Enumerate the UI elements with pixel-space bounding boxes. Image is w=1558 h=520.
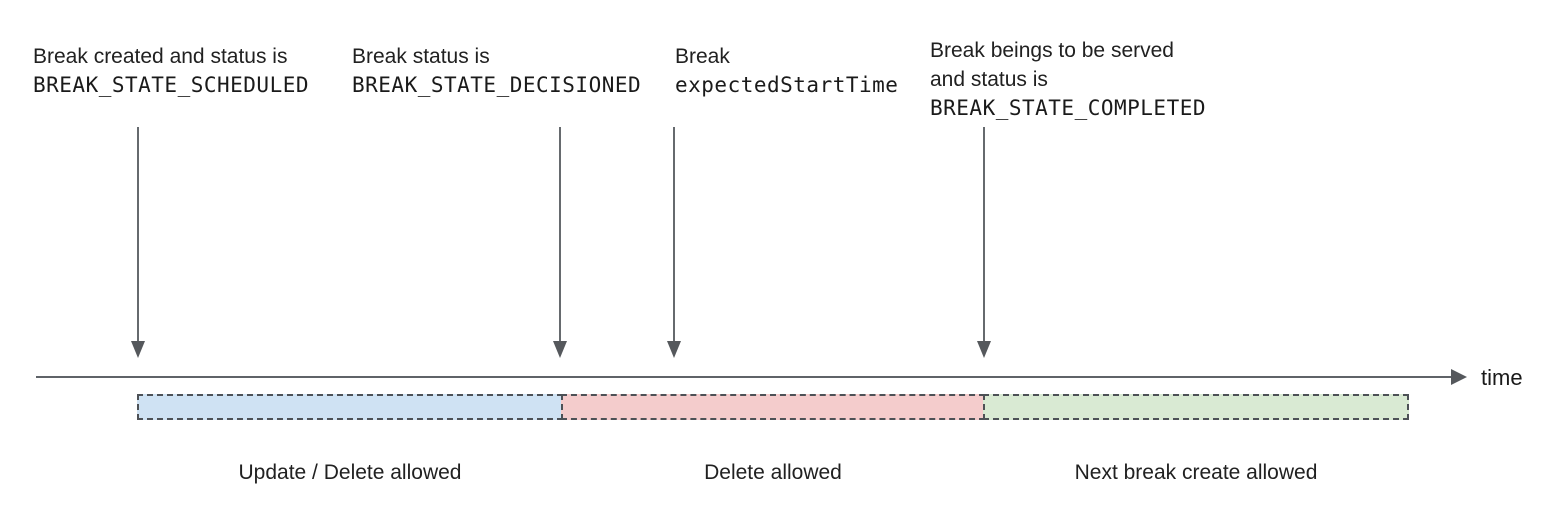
annotation-break-decisioned: Break status is BREAK_STATE_DECISIONED xyxy=(352,42,641,100)
segment-label-next-break-create: Next break create allowed xyxy=(1074,461,1318,484)
arrow-head-icon xyxy=(667,341,681,358)
annotation-code-break-state-scheduled: BREAK_STATE_SCHEDULED xyxy=(33,73,310,97)
arrow-line xyxy=(559,127,561,342)
annotation-code-break-state-decisioned: BREAK_STATE_DECISIONED xyxy=(352,73,642,97)
time-axis-label: time xyxy=(1481,365,1523,390)
annotation-text: Break beings to be served and status is xyxy=(930,39,1174,91)
arrow-head-icon xyxy=(977,341,991,358)
annotation-expected-start-time: Break expectedStartTime xyxy=(675,42,898,100)
arrow-line xyxy=(673,127,675,342)
arrow-head-icon xyxy=(131,341,145,358)
annotation-break-completed: Break beings to be served and status is … xyxy=(930,36,1206,123)
segment-label-update-delete: Update / Delete allowed xyxy=(238,461,462,484)
arrow-line xyxy=(137,127,139,342)
segment-delete-allowed xyxy=(561,394,985,420)
annotation-code-break-state-completed: BREAK_STATE_COMPLETED xyxy=(930,96,1207,120)
annotation-text: Break status is xyxy=(352,45,490,68)
annotation-text: Break xyxy=(675,45,730,68)
time-axis-line xyxy=(36,376,1454,378)
annotation-code-expected-start-time: expectedStartTime xyxy=(675,73,899,97)
annotation-text: Break created and status is xyxy=(33,45,288,68)
annotation-break-created: Break created and status is BREAK_STATE_… xyxy=(33,42,309,100)
segment-update-delete-allowed xyxy=(137,394,563,420)
time-axis-arrowhead-icon xyxy=(1451,369,1467,385)
segment-next-break-create-allowed xyxy=(983,394,1409,420)
segment-label-delete: Delete allowed xyxy=(704,461,842,484)
arrow-head-icon xyxy=(553,341,567,358)
arrow-line xyxy=(983,127,985,342)
